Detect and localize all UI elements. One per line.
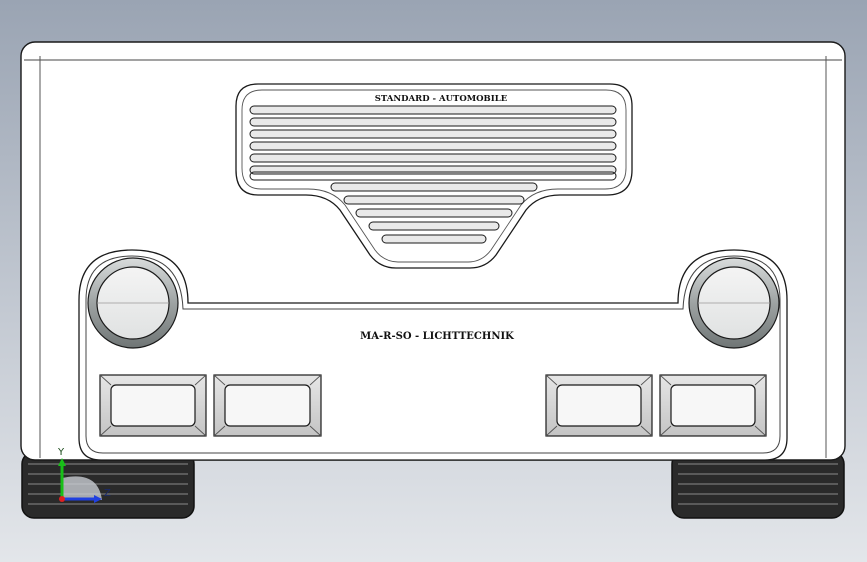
axis-z-label: Z bbox=[104, 488, 111, 499]
indicator-lamp-4 bbox=[659, 374, 767, 437]
headlight-left bbox=[87, 257, 179, 349]
indicator-lamp-3 bbox=[545, 374, 653, 437]
headlight-right bbox=[688, 257, 780, 349]
wheel-left bbox=[21, 451, 195, 519]
axis-x-dot-icon bbox=[59, 496, 65, 502]
axis-y-arrow-icon bbox=[58, 458, 66, 466]
indicator-lamp-1 bbox=[99, 374, 207, 437]
axis-y-label: Y bbox=[57, 447, 65, 458]
axis-z-arrow-icon bbox=[94, 495, 102, 503]
wheel-right bbox=[671, 451, 845, 519]
grille-panel: STANDARD - AUTOMOBILE bbox=[235, 83, 633, 269]
indicator-lamp-2 bbox=[213, 374, 322, 437]
grille-slats bbox=[249, 105, 617, 244]
front-label: MA-R-SO - LICHTTECHNIK bbox=[360, 331, 514, 342]
axis-triad: Y Z bbox=[57, 447, 111, 503]
indicator-lamps bbox=[99, 374, 767, 437]
grille-label: STANDARD - AUTOMOBILE bbox=[375, 94, 508, 104]
